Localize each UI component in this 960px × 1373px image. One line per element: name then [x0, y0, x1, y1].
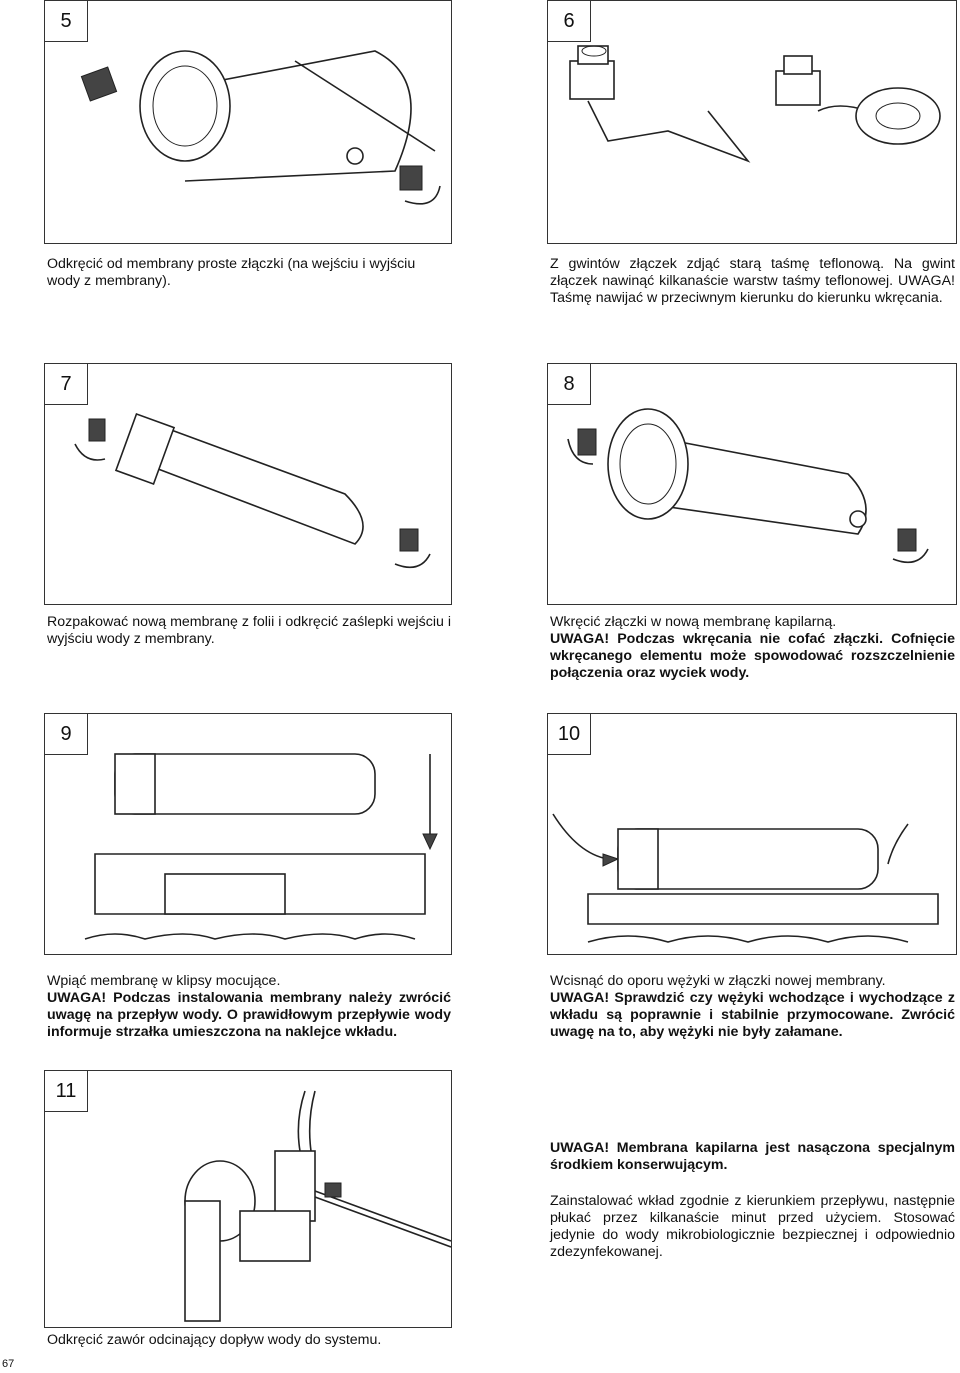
step-10-number: 10	[548, 714, 591, 755]
connect-tubes-illustration	[552, 813, 939, 943]
installation-note: Zainstalować wkład zgodnie z kierunkiem …	[550, 1193, 955, 1260]
membrane-warning: UWAGA! Membrana kapilarna jest nasączona…	[550, 1140, 955, 1173]
teflon-tape-illustration	[569, 45, 941, 163]
new-membrane-illustration	[74, 412, 431, 569]
step-9-caption-text: Wpiąć membranę w klipsy mocujące.	[47, 973, 281, 989]
mount-clips-illustration	[84, 753, 438, 940]
shutoff-valve-illustration	[184, 1090, 451, 1322]
step-11-caption: Odkręcić zawór odcinający dopływ wody do…	[47, 1332, 382, 1348]
step-11-illustration: 11	[44, 1070, 452, 1328]
step-9-number: 9	[45, 714, 88, 755]
step-8-caption-text: Wkręcić złączki w nową membranę kapilarn…	[550, 614, 837, 630]
screw-fittings-illustration	[567, 408, 929, 564]
step-7-illustration: 7	[44, 363, 452, 605]
step-6-warning: UWAGA! Taśmę nawijać w przeciwnym kierun…	[550, 273, 955, 306]
step-6-caption: Z gwintów złączek zdjąć starą taśmę tefl…	[550, 256, 955, 307]
step-8-number: 8	[548, 364, 591, 405]
step-6-number: 6	[548, 1, 591, 42]
step-10-illustration: 10	[547, 713, 957, 955]
step-5-caption: Odkręcić od membrany proste złączki (na …	[47, 256, 416, 289]
step-7-caption: Rozpakować nową membranę z folii i odkrę…	[47, 614, 451, 647]
page-number: 67	[2, 1358, 15, 1370]
step-10-warning: UWAGA! Sprawdzić czy wężyki wchodzące i …	[550, 990, 955, 1040]
step-9-illustration: 9	[44, 713, 452, 955]
step-5-illustration: 5	[44, 0, 452, 244]
step-6-illustration: 6	[547, 0, 957, 244]
step-10-caption-text: Wcisnąć do oporu wężyki w złączki nowej …	[550, 973, 886, 989]
step-7-number: 7	[45, 364, 88, 405]
step-8-warning: UWAGA! Podczas wkręcania nie cofać złącz…	[550, 631, 955, 681]
membrane-unscrew-illustration	[80, 50, 441, 205]
step-9-caption: Wpiąć membranę w klipsy mocujące. UWAGA!…	[47, 973, 451, 1041]
step-9-warning: UWAGA! Podczas instalowania membrany nal…	[47, 990, 451, 1040]
step-10-caption: Wcisnąć do oporu wężyki w złączki nowej …	[550, 973, 955, 1041]
step-6-caption-text: Z gwintów złączek zdjąć starą taśmę tefl…	[550, 256, 955, 289]
step-11-number: 11	[45, 1071, 88, 1112]
step-8-caption: Wkręcić złączki w nową membranę kapilarn…	[550, 614, 955, 682]
step-8-illustration: 8	[547, 363, 957, 605]
step-5-number: 5	[45, 1, 88, 42]
